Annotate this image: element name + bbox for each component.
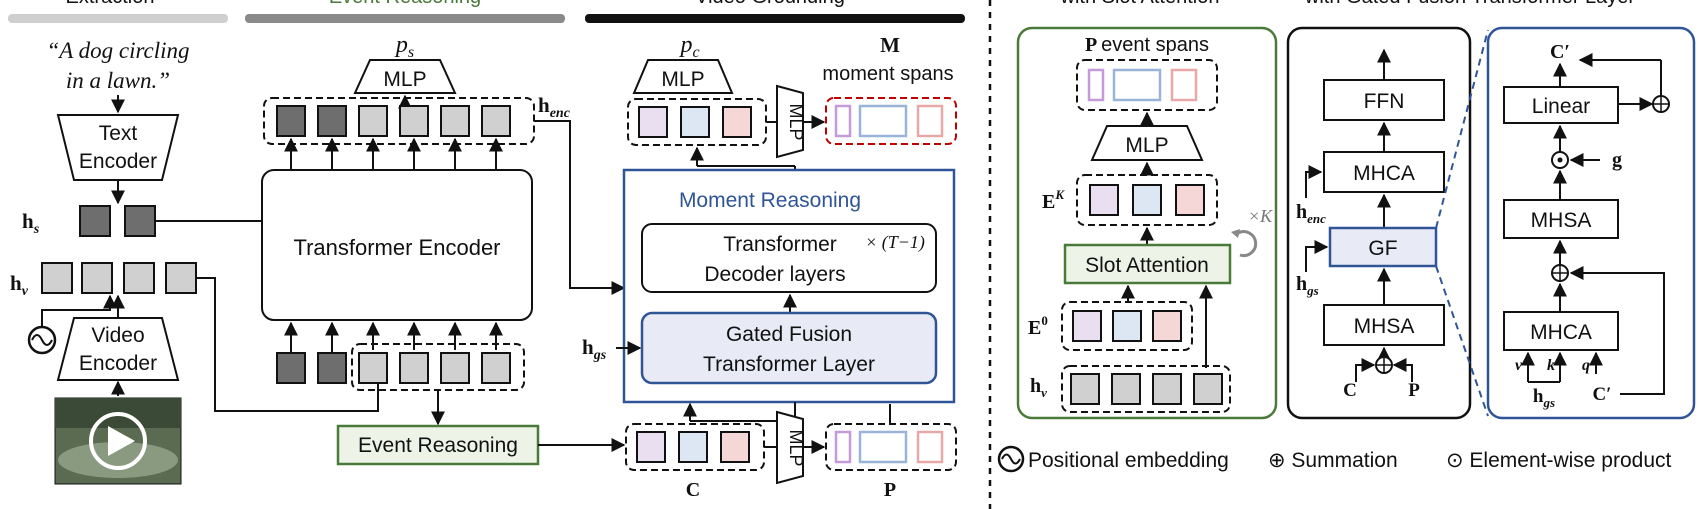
play-icon: [89, 412, 147, 470]
svg-text:MHCA: MHCA: [1353, 162, 1415, 185]
svg-text:Gated Fusion: Gated Fusion: [726, 323, 852, 346]
query-line2: in a lawn.”: [66, 68, 170, 93]
svg-text:Decoder layers: Decoder layers: [704, 263, 845, 286]
mlp-ps: [353, 59, 457, 94]
svg-text:FFN: FFN: [1364, 90, 1405, 113]
svg-text:Positional embedding: Positional embedding: [1028, 449, 1229, 472]
hv-token: [123, 262, 155, 294]
hv-token: [165, 262, 197, 294]
hs-token: [124, 205, 156, 237]
svg-text:Slot Attention: Slot Attention: [1085, 254, 1209, 277]
mhca-box: [1323, 151, 1445, 193]
detail-mhca-box: [1503, 311, 1619, 351]
header-gated: with Gated Fusion Transformer Layer: [1304, 0, 1635, 8]
gated-fusion-panel: FFN MHCA henc GF hgs MHSA C P: [1286, 26, 1472, 420]
header-video-grounding: Video Grounding: [695, 0, 845, 8]
mlp-pc: [632, 59, 734, 94]
slot-mlp: [1090, 125, 1204, 161]
svg-text:MLP: MLP: [383, 68, 426, 91]
mhsa-box: [1323, 304, 1445, 346]
extraction-section: “A dog circling in a lawn.” Text Encoder…: [10, 38, 385, 485]
mlp-vertical-top: [776, 84, 804, 159]
svg-text:GF: GF: [1368, 237, 1397, 260]
gated-h-gs: hgs: [1296, 273, 1319, 298]
mlp-vertical-bottom: [776, 410, 804, 485]
ffn-box: [1323, 79, 1445, 121]
slot-h-v-label: hv: [1030, 375, 1047, 400]
detail-mhsa-box: [1503, 199, 1619, 239]
svg-text:v: v: [1515, 357, 1523, 374]
svg-text:q: q: [1582, 357, 1590, 374]
svg-text:Encoder: Encoder: [79, 352, 157, 375]
svg-text:Transformer Layer: Transformer Layer: [703, 353, 875, 376]
svg-text:× (T−1): × (T−1): [865, 232, 925, 253]
gated-fusion-layer: [640, 311, 938, 385]
svg-text:Transformer: Transformer: [723, 233, 837, 256]
svg-text:MLP: MLP: [661, 68, 704, 91]
svg-text:P: P: [884, 479, 896, 501]
svg-text:Encoder: Encoder: [79, 150, 157, 173]
svg-text:Video: Video: [91, 324, 144, 347]
svg-text:MHSA: MHSA: [1531, 209, 1592, 232]
svg-text:MHSA: MHSA: [1354, 315, 1415, 338]
svg-text:×K: ×K: [1248, 206, 1273, 226]
svg-text:C′: C′: [1550, 41, 1570, 63]
svg-text:Event Reasoning: Event Reasoning: [358, 434, 518, 457]
event-reasoning-section: ps MLP henc Transformer Encoder: [261, 32, 626, 466]
decoder-layers: [641, 223, 937, 293]
svg-text:Moment Reasoning: Moment Reasoning: [679, 189, 861, 212]
svg-text:Text: Text: [99, 122, 138, 145]
svg-text:⊕ Summation: ⊕ Summation: [1268, 449, 1398, 472]
svg-text:M: M: [880, 33, 900, 57]
svg-text:Linear: Linear: [1532, 95, 1590, 118]
h-v-label: hv: [10, 271, 29, 299]
svg-text:moment spans: moment spans: [822, 63, 953, 85]
hs-token: [79, 205, 111, 237]
event-spans-group: [825, 423, 957, 471]
linear-box: [1503, 86, 1619, 124]
svg-text:C: C: [1343, 380, 1357, 401]
header-event-reasoning: Event Reasoning: [329, 0, 481, 8]
header-slot: with Slot Attention: [1060, 0, 1220, 8]
slot-attention-box: [1063, 243, 1232, 285]
hv-token: [41, 262, 73, 294]
svg-text:MLP: MLP: [786, 103, 806, 140]
gf-box: [1328, 226, 1438, 268]
h-gs-label: hgs: [582, 335, 607, 363]
query-line1: “A dog circling: [46, 38, 189, 63]
svg-text:MLP: MLP: [1125, 134, 1168, 157]
svg-text:g: g: [1612, 149, 1622, 171]
video-encoder: [56, 317, 180, 381]
h-s-label: hs: [22, 209, 40, 237]
svg-text:MLP: MLP: [786, 429, 806, 466]
svg-text:C′: C′: [1592, 384, 1611, 405]
video-grounding-section: pc MLP MLP M moment spans Moment Reasoni…: [582, 32, 957, 501]
svg-text:P: P: [1408, 380, 1420, 401]
svg-text:k: k: [1547, 357, 1555, 374]
gated-h-enc: henc: [1296, 201, 1326, 226]
h-enc-label: henc: [538, 93, 571, 121]
svg-text:Transformer Encoder: Transformer Encoder: [293, 235, 500, 260]
p-c-label: pc: [678, 32, 699, 61]
p-s-label: ps: [394, 32, 414, 61]
loop-icon: [1237, 230, 1258, 258]
svg-text:⊙ Element-wise product: ⊙ Element-wise product: [1446, 449, 1672, 472]
legend: Positional embedding ⊕ Summation ⊙ Eleme…: [997, 445, 1672, 473]
header: Extraction Event Reasoning Video Groundi…: [8, 0, 1635, 23]
svg-text:MHCA: MHCA: [1530, 321, 1592, 344]
E-0-label: E0: [1028, 313, 1048, 339]
hv-token: [81, 262, 113, 294]
svg-text:C: C: [686, 479, 700, 501]
gf-detail-panel: C′ Linear g MHSA MHCA v k q h: [1486, 26, 1696, 420]
transformer-encoder: [261, 169, 533, 321]
text-encoder: [56, 114, 180, 181]
E-K-label: EK: [1042, 187, 1065, 213]
header-extraction: Extraction: [66, 0, 155, 8]
detail-h-gs: hgs: [1533, 386, 1555, 410]
moment-spans-group: [825, 97, 957, 145]
